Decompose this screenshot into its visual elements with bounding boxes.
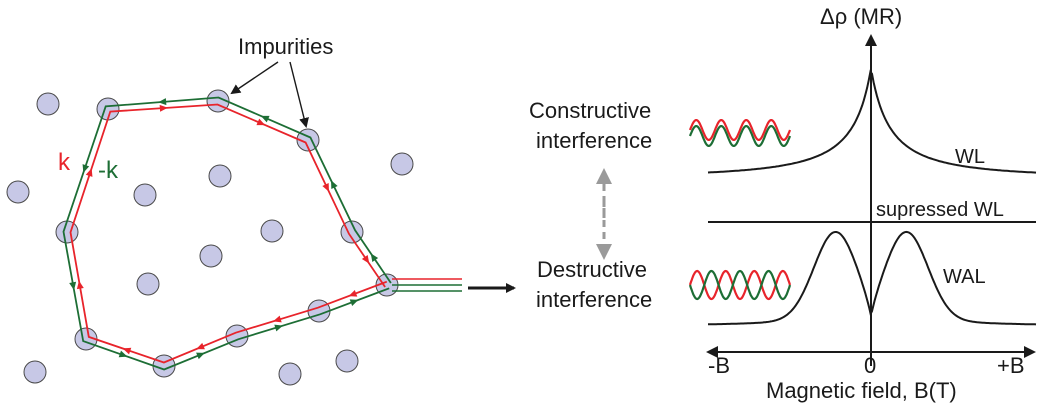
x-axis-label: Magnetic field, B(T) xyxy=(766,378,957,403)
wal-curve-label: WAL xyxy=(943,266,986,288)
wave-line xyxy=(688,269,792,301)
impurity-dot xyxy=(340,220,364,244)
x-tick-pos-b: +B xyxy=(997,353,1025,378)
impurities-pointer-left xyxy=(230,61,279,95)
direction-arrow-icon xyxy=(348,290,358,297)
direction-arrow-icon xyxy=(85,168,93,177)
interference-switch-arrow xyxy=(596,168,612,260)
direction-arrow-icon xyxy=(322,182,329,192)
impurity-dot xyxy=(6,180,30,204)
direction-arrow-icon xyxy=(82,164,90,173)
impurity-dot xyxy=(260,219,284,243)
constructive-label-line2: interference xyxy=(536,128,652,153)
impurity-dot xyxy=(136,272,160,296)
impurity-dot xyxy=(335,349,359,373)
k-label: k xyxy=(58,149,71,176)
path-minus-k xyxy=(62,96,392,371)
minus-k-label: -k xyxy=(98,157,119,184)
direction-arrow-icon xyxy=(69,281,77,291)
impurity-dot xyxy=(208,164,232,188)
wave-line xyxy=(688,125,792,147)
destructive-label-line1: Destructive xyxy=(537,257,647,282)
constructive-label-line1: Constructive xyxy=(529,98,651,123)
direction-arrow-icon xyxy=(196,342,205,350)
impurities-label: Impurities xyxy=(238,34,333,59)
direction-arrow-icon xyxy=(273,315,282,323)
direction-arrow-icon xyxy=(158,98,167,106)
direction-arrow-icon xyxy=(349,299,359,306)
suppressed-wl-curve-label: supressed WL xyxy=(876,199,1004,221)
direction-arrow-icon xyxy=(76,280,84,290)
direction-arrow-icon xyxy=(260,115,270,123)
impurity-dot xyxy=(133,183,157,207)
scattering-paths xyxy=(62,96,462,371)
x-tick-zero: 0 xyxy=(864,353,876,378)
path-k xyxy=(69,103,388,364)
wave-line xyxy=(688,269,792,301)
wl-curve-label: WL xyxy=(955,146,985,168)
direction-arrow-icon xyxy=(370,253,379,262)
direction-arrow-icon xyxy=(122,347,132,355)
impurity-dot xyxy=(36,92,60,116)
impurity-field xyxy=(6,89,414,386)
direction-arrow-icon xyxy=(361,255,370,264)
y-axis-label: Δρ (MR) xyxy=(820,4,902,29)
direction-arrow-icon xyxy=(274,324,283,332)
destructive-label-line2: interference xyxy=(536,287,652,312)
impurities-pointer-right xyxy=(289,61,309,128)
x-tick-neg-b: -B xyxy=(708,353,730,378)
impurity-dot xyxy=(199,244,223,268)
impurity-dot xyxy=(390,152,414,176)
direction-arrow-icon xyxy=(159,104,168,112)
wave-line xyxy=(688,119,792,141)
direction-arrow-icon xyxy=(118,350,128,358)
wal-curve xyxy=(708,230,1037,326)
impurity-dot xyxy=(23,360,47,384)
direction-arrow-icon xyxy=(196,352,205,360)
impurity-dot xyxy=(55,220,79,244)
direction-arrow-icon xyxy=(331,180,338,190)
wl-curve xyxy=(707,69,1037,174)
impurity-dot xyxy=(278,362,302,386)
destructive-waves xyxy=(688,269,792,301)
direction-arrow-icon xyxy=(256,118,266,126)
constructive-waves xyxy=(688,119,792,147)
